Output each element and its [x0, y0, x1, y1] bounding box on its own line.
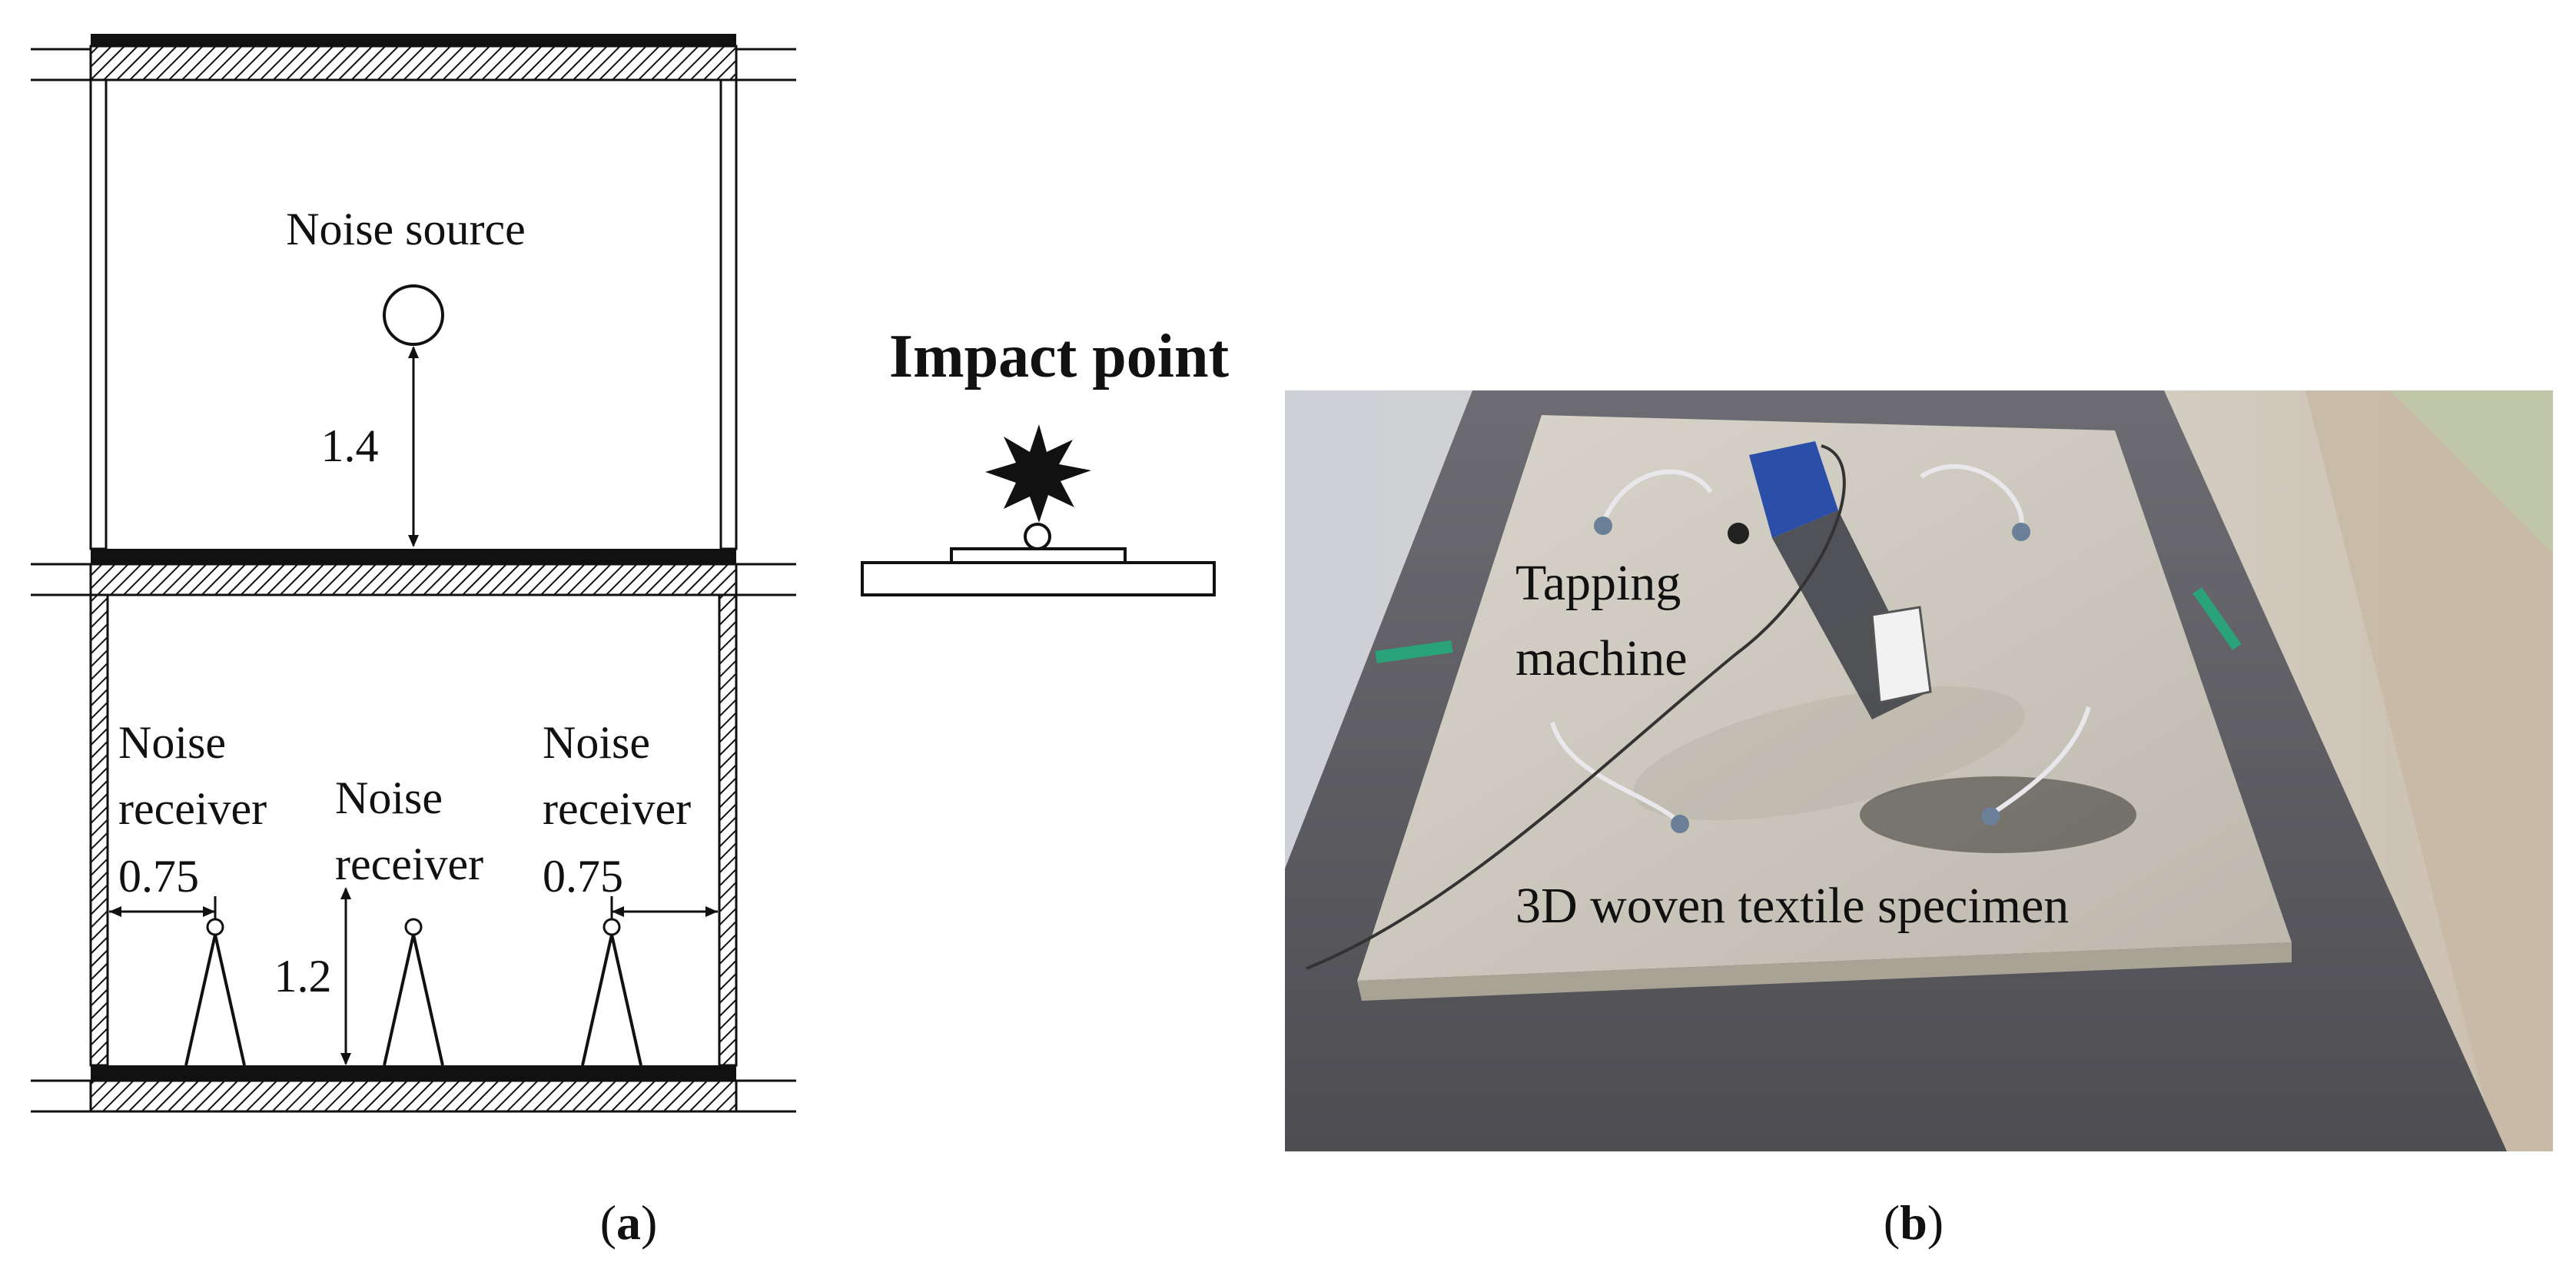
receiver-right-arrow-right: [705, 906, 718, 917]
building-section-diagram: Noise source 1.4 Noise receiver 0.75 Noi…: [31, 34, 796, 1113]
receiver-height-value: 1.2: [274, 951, 332, 1002]
top-slab-solid: [91, 34, 736, 46]
slab-smudge-1: [1633, 686, 2025, 821]
green-clip-right: [2193, 587, 2242, 650]
caption-a: (a): [600, 1195, 658, 1250]
specimen-label: 3D woven textile specimen: [1515, 878, 2069, 934]
impact-base-slab: [861, 561, 1216, 596]
receiver-center-tripod: [383, 934, 444, 1066]
receiver-right-label-line1: Noise: [543, 717, 650, 768]
receiver-center-label-line2: receiver: [335, 839, 483, 889]
clamp-bolt-4: [1981, 807, 2000, 826]
middle-slab-solid: [91, 549, 736, 564]
receiver-height-arrow-bottom: [340, 1053, 351, 1065]
upper-room-wall-left: [89, 78, 108, 550]
source-height-value: 1.4: [321, 420, 379, 471]
receiver-left-distance: 0.75: [118, 851, 199, 902]
middle-slab-hatch: [89, 563, 738, 596]
source-height-arrow-top: [408, 346, 419, 358]
impact-ball: [1024, 523, 1051, 550]
lower-room-wall-right: [718, 593, 738, 1067]
clamp-bolt-1: [1594, 517, 1612, 535]
machine-side-panel: [1871, 606, 1932, 704]
receiver-right-arrow-left: [612, 906, 624, 917]
receiver-right-tripod: [581, 934, 642, 1066]
impact-point-illustration: Impact point: [861, 323, 1230, 596]
receiver-left-label-line2: receiver: [118, 783, 267, 834]
spring-clamp-1: [1601, 469, 1713, 524]
specimen-slab-edge: [1357, 942, 2292, 1001]
receiver-right-mic: [603, 918, 621, 936]
photo-floor-right: [2152, 390, 2553, 1151]
green-clip-left: [1375, 640, 1453, 663]
noise-source-label: Noise source: [286, 204, 526, 254]
spring-clamp-2: [1920, 464, 2024, 531]
receiver-left-tripod: [184, 934, 246, 1066]
receiver-right-label-line2: receiver: [543, 783, 691, 834]
impact-burst-icon: [985, 424, 1091, 523]
receiver-center-mic: [404, 918, 423, 936]
photo-floor-corner: [2390, 390, 2553, 553]
spring-clamp-4: [1989, 706, 2091, 817]
receiver-right-distance: 0.75: [543, 851, 623, 902]
tapping-machine: [1728, 441, 1932, 719]
receiver-left-arrow-right: [203, 906, 215, 917]
receiver-left-arrow-left: [109, 906, 121, 917]
clamp-bolt-3: [1671, 815, 1689, 833]
spring-clamp-3: [1550, 722, 1681, 825]
tapping-machine-label-line1: Tapping: [1515, 555, 1681, 611]
upper-room-wall-right: [719, 78, 738, 550]
bottom-slab-solid: [91, 1065, 736, 1081]
lower-room-wall-left: [89, 593, 109, 1067]
noise-source-marker: [383, 284, 444, 346]
source-height-arrow-bottom: [408, 535, 419, 547]
machine-body-blue: [1749, 441, 1838, 538]
specimen-photo: Tapping machine 3D woven textile specime…: [1285, 390, 2553, 1151]
top-slab-hatch: [89, 45, 738, 81]
tapping-machine-label-line2: machine: [1515, 630, 1688, 686]
receiver-height-arrow-top: [340, 887, 351, 899]
receiver-center-label-line1: Noise: [335, 772, 443, 823]
clamp-bolt-2: [2012, 523, 2030, 541]
power-cable: [1306, 444, 1846, 970]
receiver-left-label-line1: Noise: [118, 717, 226, 768]
receiver-left-mic: [206, 918, 224, 936]
bottom-slab-hatch: [89, 1079, 738, 1113]
caption-b: (b): [1884, 1195, 1944, 1250]
specimen-slab-top: [1357, 415, 2292, 981]
machine-wheel: [1728, 523, 1749, 544]
impact-pad: [950, 547, 1127, 564]
impact-point-title: Impact point: [889, 323, 1230, 390]
